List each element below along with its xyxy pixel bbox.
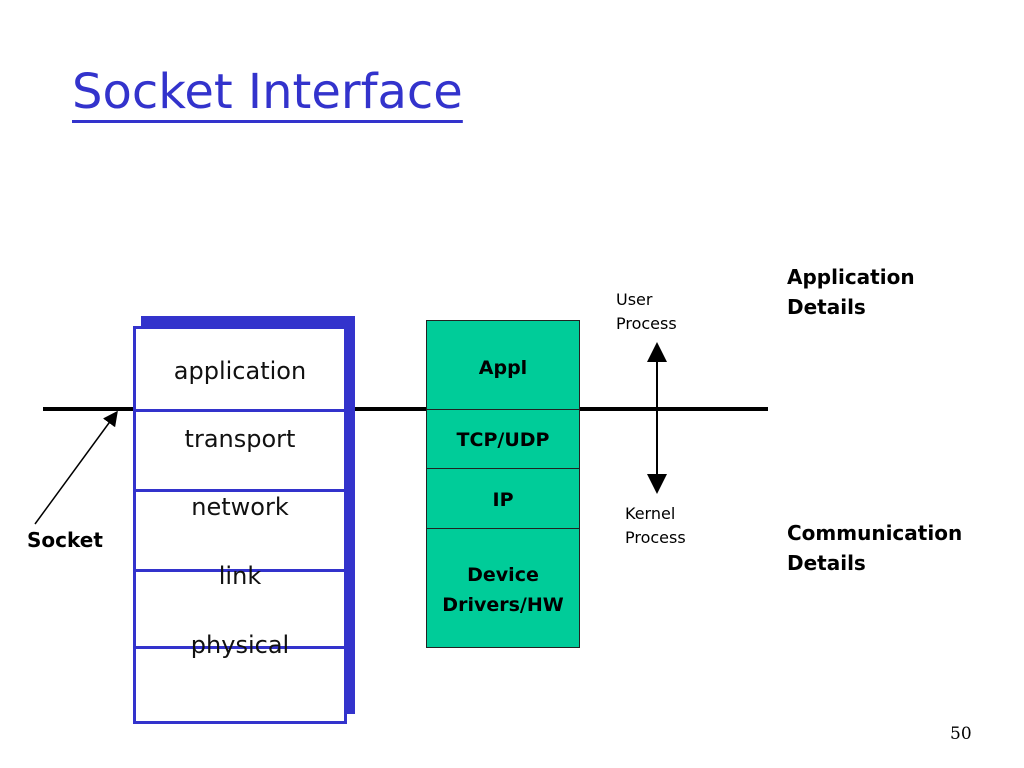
socket-pointer-arrow <box>34 410 118 525</box>
box-device: Device <box>467 564 539 586</box>
layer-transport: transport <box>184 425 296 453</box>
application-details-label: Application Details <box>787 262 915 322</box>
box-ip: IP <box>492 489 514 511</box>
box-tcp-udp: TCP/UDP <box>456 429 550 451</box>
user-process-line1: User <box>616 290 653 309</box>
layer-network: network <box>191 493 289 521</box>
kernel-process-line1: Kernel <box>625 504 676 523</box>
box-divider <box>427 409 579 410</box>
application-details-line1: Application <box>787 265 915 289</box>
protocol-stack: application transport network link physi… <box>133 326 347 724</box>
box-divider <box>427 468 579 469</box>
application-details-line2: Details <box>787 295 866 319</box>
slide-title: Socket Interface <box>72 64 463 120</box>
user-process-line2: Process <box>616 314 677 333</box>
layer-divider <box>136 489 344 492</box>
layer-divider <box>136 409 344 412</box>
box-appl: Appl <box>478 357 528 379</box>
layer-physical: physical <box>190 631 290 659</box>
socket-label: Socket <box>27 528 103 552</box>
user-kernel-boundary-line <box>43 407 768 411</box>
kernel-process-line2: Process <box>625 528 686 547</box>
layer-divider <box>136 646 344 649</box>
kernel-stack-box: Appl TCP/UDP IP Device Drivers/HW <box>426 320 580 648</box>
layer-link: link <box>218 562 262 590</box>
box-drivers-hw: Drivers/HW <box>442 594 564 616</box>
layer-application: application <box>173 357 307 385</box>
user-process-label: User Process <box>616 288 677 336</box>
kernel-process-label: Kernel Process <box>625 502 686 550</box>
box-divider <box>427 528 579 529</box>
page-number: 50 <box>950 724 972 744</box>
communication-details-line2: Details <box>787 551 866 575</box>
communication-details-line1: Communication <box>787 521 963 545</box>
communication-details-label: Communication Details <box>787 518 962 578</box>
layer-divider <box>136 569 344 572</box>
